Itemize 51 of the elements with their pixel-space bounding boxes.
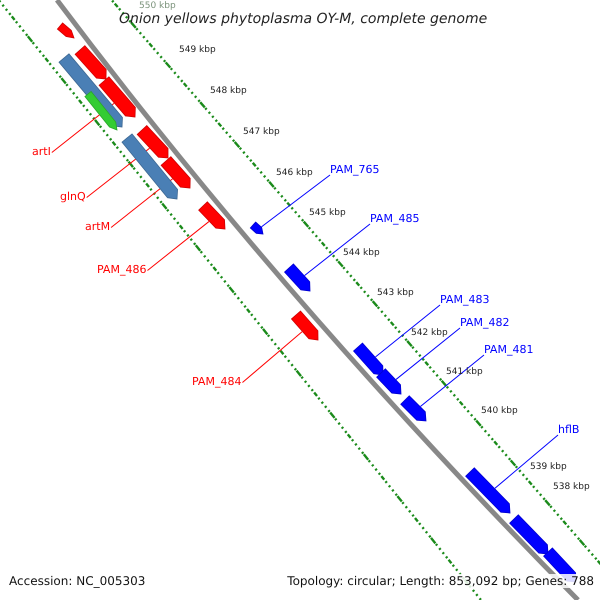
gene-label: PAM_485: [370, 212, 420, 225]
gene-label: PAM_481: [484, 343, 534, 356]
leader-line: [420, 354, 484, 407]
leader-line: [304, 224, 370, 276]
gene-label: PAM_482: [460, 316, 510, 329]
scale-label: 547 kbp: [243, 127, 280, 137]
gene-feature: [290, 310, 318, 340]
gene-feature: [121, 133, 178, 200]
gene-feature: [84, 90, 118, 131]
gene-label: glnQ: [60, 190, 86, 203]
title: Onion yellows phytoplasma OY-M, complete genome: [119, 11, 488, 28]
leader-line: [494, 434, 558, 489]
accession-label: Accession: NC_005303: [9, 574, 146, 588]
gene-feature: [56, 22, 75, 39]
scale-label: 540 kbp: [481, 406, 518, 416]
gene-label: artI: [32, 145, 51, 158]
leader-line: [396, 328, 460, 380]
scale-label: 545 kbp: [309, 208, 346, 218]
gene-feature: [136, 125, 168, 158]
gene-label: hflB: [558, 423, 580, 436]
scale-label: 538 kbp: [553, 482, 590, 492]
leader-line: [375, 304, 440, 358]
scale-label: 539 kbp: [530, 462, 567, 472]
gene-label: artM: [85, 220, 110, 233]
scale-label: 544 kbp: [343, 248, 380, 258]
gene-feature: [160, 156, 191, 188]
gene-feature: [250, 221, 264, 234]
genome-info-label: Topology: circular; Length: 853,092 bp; Genes: 788: [287, 574, 594, 588]
leader-line: [242, 331, 303, 383]
gene-feature: [284, 263, 310, 292]
gene-label: PAM_486: [97, 263, 146, 276]
scale-label: 548 kbp: [210, 86, 247, 96]
scale-label: 546 kbp: [276, 168, 313, 178]
gene-feature: [465, 467, 510, 514]
gene-feature: [509, 514, 548, 554]
gene-feature: [74, 45, 107, 80]
scale-label: 542 kbp: [411, 328, 448, 338]
scale-label: 541 kbp: [446, 367, 483, 377]
gene-label: PAM_765: [330, 163, 380, 176]
leader-line: [261, 174, 330, 228]
scale-label: 549 kbp: [179, 45, 216, 55]
leader-line: [146, 221, 210, 271]
gene-feature: [400, 395, 426, 422]
gene-feature: [198, 201, 226, 230]
scale-label: 543 kbp: [377, 288, 414, 298]
gene-feature: [98, 76, 136, 118]
gene-label: PAM_484: [192, 375, 242, 388]
gene-feature: [376, 368, 402, 394]
scale-label: 550 kbp: [139, 1, 176, 11]
gene-label: PAM_483: [440, 293, 490, 306]
gene-feature: [352, 342, 384, 376]
